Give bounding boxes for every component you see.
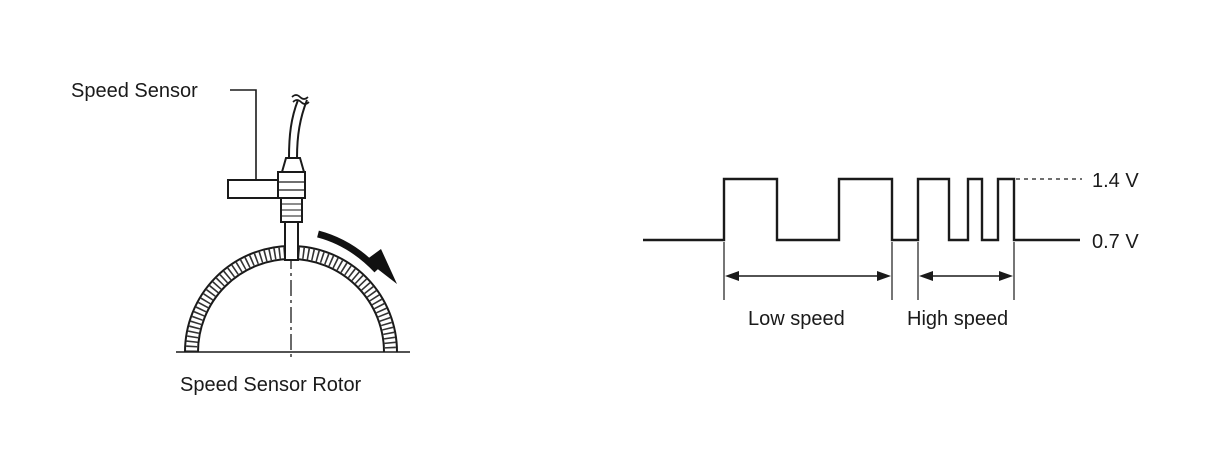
sensor-leader-line (230, 89, 257, 180)
high-speed-dimension (919, 271, 1013, 281)
speed-sensor (227, 94, 310, 261)
high-voltage-label: 1.4 V (1092, 170, 1139, 192)
low-speed-label: Low speed (748, 308, 845, 330)
low-voltage-label: 0.7 V (1092, 231, 1139, 253)
high-speed-label: High speed (907, 308, 1008, 330)
speed-sensor-label: Speed Sensor (71, 80, 198, 102)
sensor-figure (176, 89, 410, 360)
speed-sensor-rotor-label: Speed Sensor Rotor (180, 374, 362, 396)
sensor-output-waveform (643, 177, 1080, 242)
waveform-figure (643, 177, 1082, 300)
rotation-arrow (317, 230, 397, 284)
low-speed-dimension (725, 271, 891, 281)
